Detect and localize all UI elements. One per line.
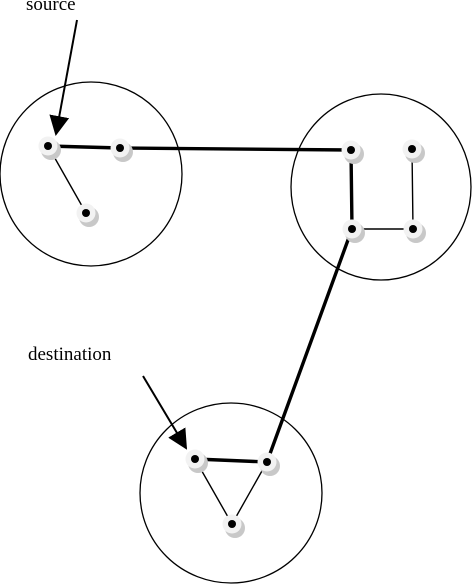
node-c3 <box>222 514 245 538</box>
node-dot <box>44 142 52 150</box>
node-dot <box>408 145 416 153</box>
edge-b3-c2 <box>265 227 354 464</box>
edge-a2-b1 <box>118 146 353 152</box>
node-a3 <box>76 203 99 227</box>
arrows-layer <box>49 19 188 450</box>
destination-arrow <box>142 375 188 450</box>
node-dot <box>228 520 236 528</box>
node-dot <box>409 225 417 233</box>
source-arrow <box>49 19 78 136</box>
node-dot <box>82 209 90 217</box>
nodes-layer <box>38 136 426 538</box>
source-label: source <box>26 0 76 15</box>
cluster-a-circle <box>0 81 183 267</box>
node-dot <box>116 144 124 152</box>
node-dot <box>347 146 355 154</box>
node-b1 <box>341 140 364 164</box>
node-dot <box>348 225 356 233</box>
node-b3 <box>342 219 365 243</box>
cluster-c-circle <box>139 402 323 584</box>
node-c2 <box>257 452 280 476</box>
node-dot <box>263 458 271 466</box>
node-dot <box>191 455 199 463</box>
edges-layer <box>46 144 414 525</box>
node-b2 <box>402 139 425 163</box>
clusters-layer <box>0 81 472 584</box>
node-a1 <box>38 136 61 160</box>
node-b4 <box>403 219 426 243</box>
destination-label: destination <box>28 344 112 365</box>
node-a2 <box>110 138 133 162</box>
edge-c2-c3 <box>231 461 268 525</box>
cluster-b-circle <box>290 93 472 281</box>
node-c1 <box>185 449 208 473</box>
